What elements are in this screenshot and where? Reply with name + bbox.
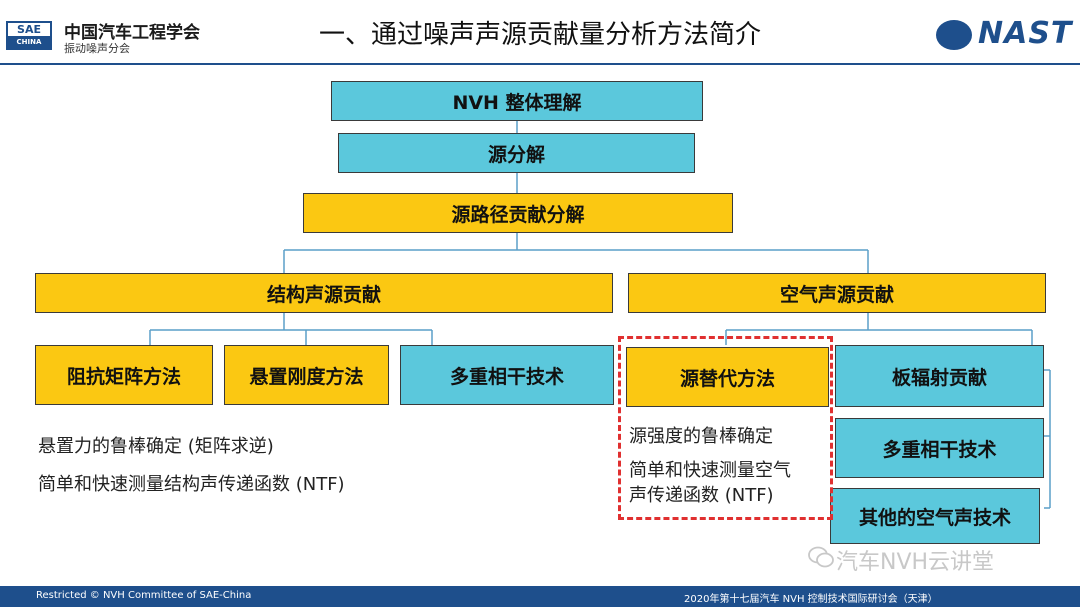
source-substitution-method-box: 源替代方法 bbox=[626, 347, 829, 407]
sae-logo: SAE CHINA bbox=[6, 21, 52, 50]
header-divider bbox=[0, 63, 1080, 65]
header-bar bbox=[0, 0, 1080, 64]
footer-copyright: Restricted © NVH Committee of SAE-China bbox=[36, 590, 252, 601]
nast-emblem-icon bbox=[936, 20, 972, 50]
nvh-overall-box: NVH 整体理解 bbox=[331, 81, 703, 121]
airborne-note-3: 声传递函数 (NTF) bbox=[629, 485, 774, 506]
multiple-coherence-box-airborne: 多重相干技术 bbox=[835, 418, 1044, 478]
wechat-icon bbox=[808, 546, 834, 568]
panel-radiation-contribution-box: 板辐射贡献 bbox=[835, 345, 1044, 407]
structure-note-1: 悬置力的鲁棒确定 (矩阵求逆) bbox=[38, 436, 274, 457]
structure-note-2: 简单和快速测量结构声传递函数 (NTF) bbox=[38, 474, 345, 495]
source-path-contribution-box: 源路径贡献分解 bbox=[303, 193, 733, 233]
nast-logo: NAST bbox=[936, 16, 1071, 56]
org-subtitle: 振动噪声分会 bbox=[64, 42, 130, 55]
other-airborne-techniques-box: 其他的空气声技术 bbox=[830, 488, 1040, 544]
multiple-coherence-box-structure: 多重相干技术 bbox=[400, 345, 614, 405]
sae-logo-sub: CHINA bbox=[8, 36, 50, 48]
source-decomposition-box: 源分解 bbox=[338, 133, 695, 173]
org-name: 中国汽车工程学会 bbox=[64, 23, 200, 43]
airborne-note-2: 简单和快速测量空气 bbox=[629, 460, 791, 481]
nast-logo-text: NAST bbox=[978, 16, 1073, 51]
watermark-text: 汽车NVH云讲堂 bbox=[836, 550, 995, 575]
footer-bar bbox=[0, 586, 1080, 607]
page-title: 一、通过噪声声源贡献量分析方法简介 bbox=[318, 20, 761, 50]
footer-event: 2020年第十七届汽车 NVH 控制技术国际研讨会（天津） bbox=[684, 594, 938, 605]
mount-stiffness-method-box: 悬置刚度方法 bbox=[224, 345, 389, 405]
sae-logo-text: SAE bbox=[17, 23, 41, 36]
source-substitution-highlight-frame bbox=[618, 336, 833, 520]
impedance-matrix-method-box: 阻抗矩阵方法 bbox=[35, 345, 213, 405]
airborne-contribution-box: 空气声源贡献 bbox=[628, 273, 1046, 313]
airborne-note-1: 源强度的鲁棒确定 bbox=[629, 426, 773, 447]
structure-borne-contribution-box: 结构声源贡献 bbox=[35, 273, 613, 313]
